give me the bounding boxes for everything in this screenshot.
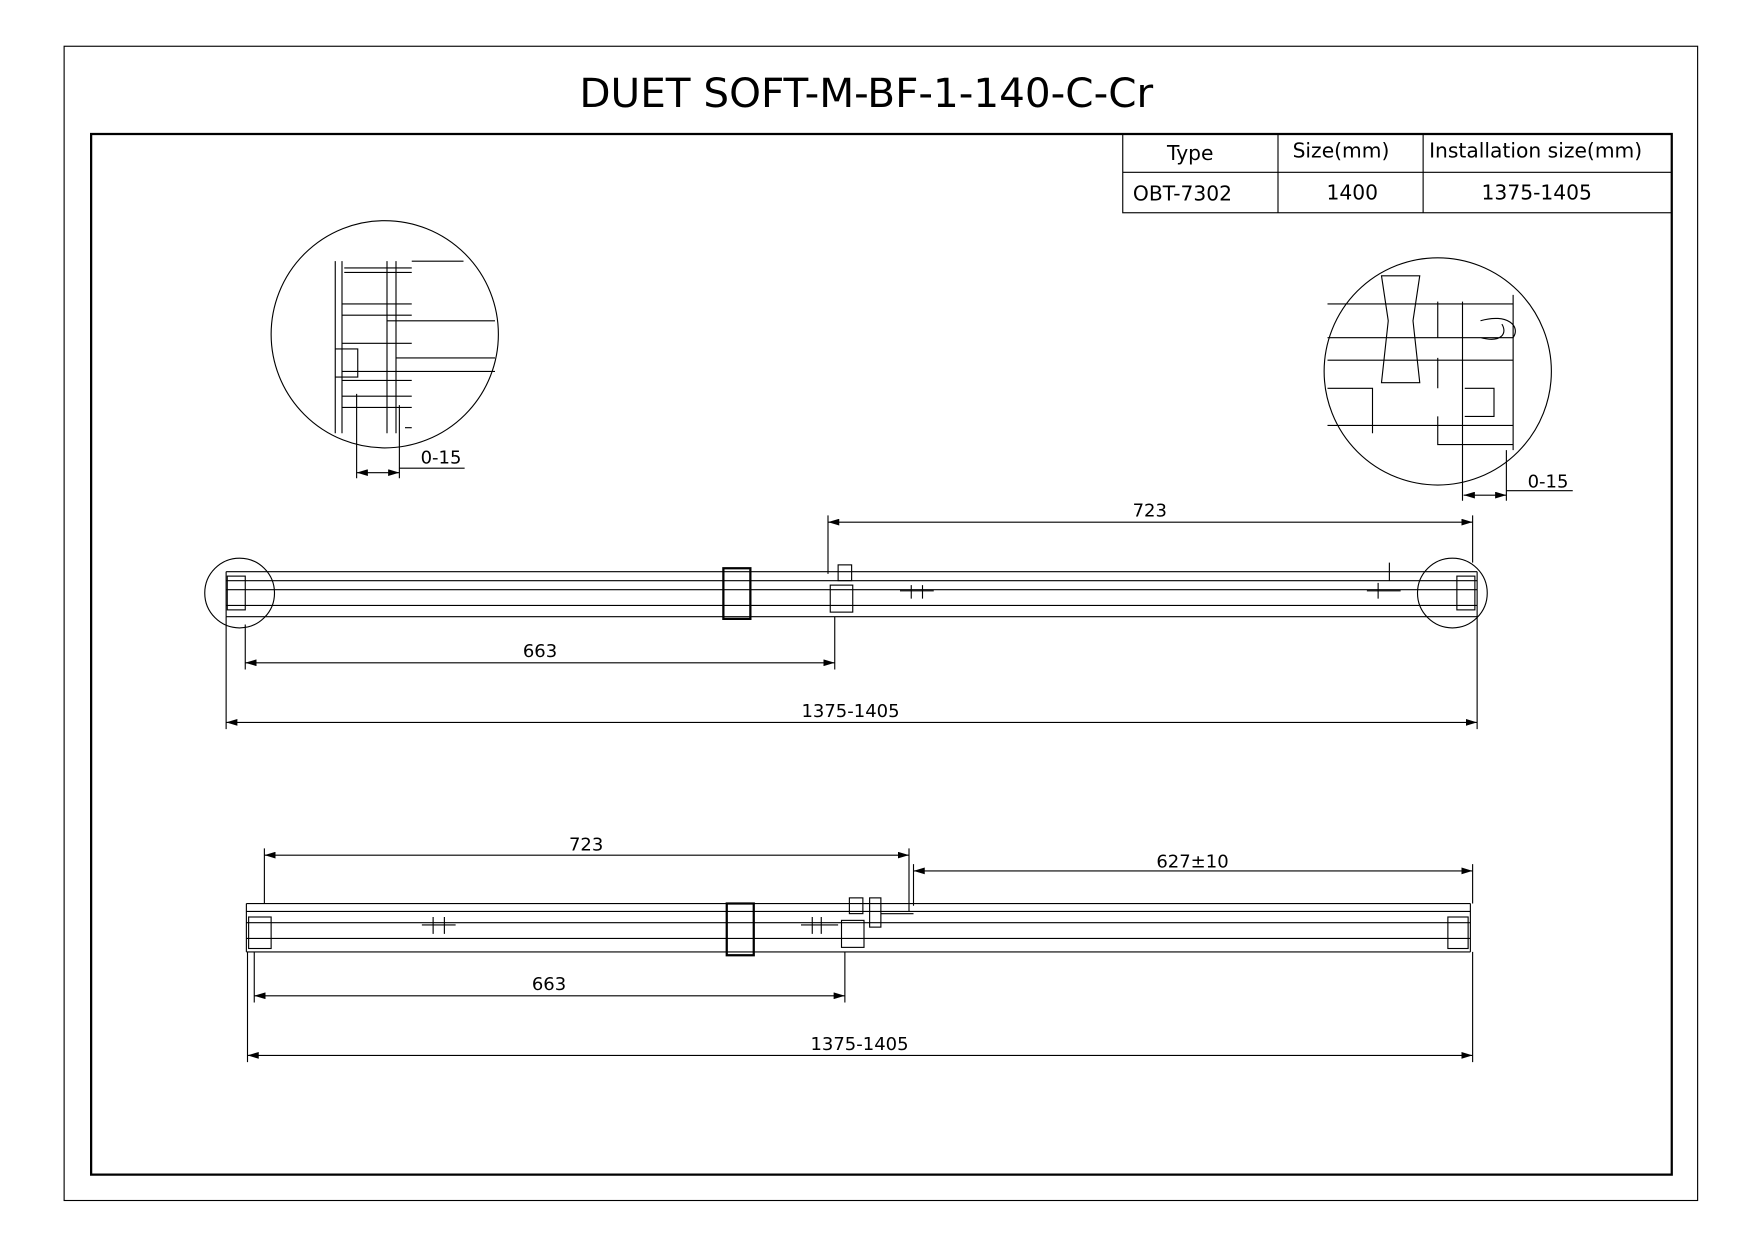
table-header-type: Type (1166, 141, 1214, 165)
bottom-fixed-width-label: 663 (532, 974, 566, 995)
left-gap-label: 0-15 (421, 448, 462, 469)
table-cell-type: OBT-7302 (1133, 181, 1232, 205)
bottom-opening-label: 627±10 (1156, 852, 1228, 873)
top-fixed-width-label: 663 (523, 641, 557, 662)
right-gap-label: 0-15 (1528, 471, 1569, 492)
left-detail-view: 0-15 (270, 220, 499, 479)
bottom-installation-label: 1375-1405 (810, 1034, 908, 1055)
drawing-title: DUET SOFT-M-BF-1-140-C-Cr (579, 69, 1153, 117)
right-detail-view: 0-15 (1323, 257, 1573, 501)
inner-frame (90, 132, 1673, 1176)
spec-table: Type Size(mm) Installation size(mm) OBT-… (1122, 133, 1673, 214)
table-header-size: Size(mm) (1293, 139, 1390, 163)
top-plan-view: 723 663 1375-1405 (204, 501, 1488, 730)
top-installation-label: 1375-1405 (801, 701, 899, 722)
bottom-plan-view: 723 627±10 663 1375-1405 (245, 835, 1474, 1063)
outer-border (63, 45, 1699, 1202)
table-header-installation: Installation size(mm) (1429, 139, 1642, 163)
table-cell-size: 1400 (1326, 180, 1378, 204)
bottom-door-width-label: 723 (569, 835, 603, 856)
table-cell-installation: 1375-1405 (1482, 180, 1592, 204)
top-door-width-label: 723 (1133, 501, 1167, 522)
